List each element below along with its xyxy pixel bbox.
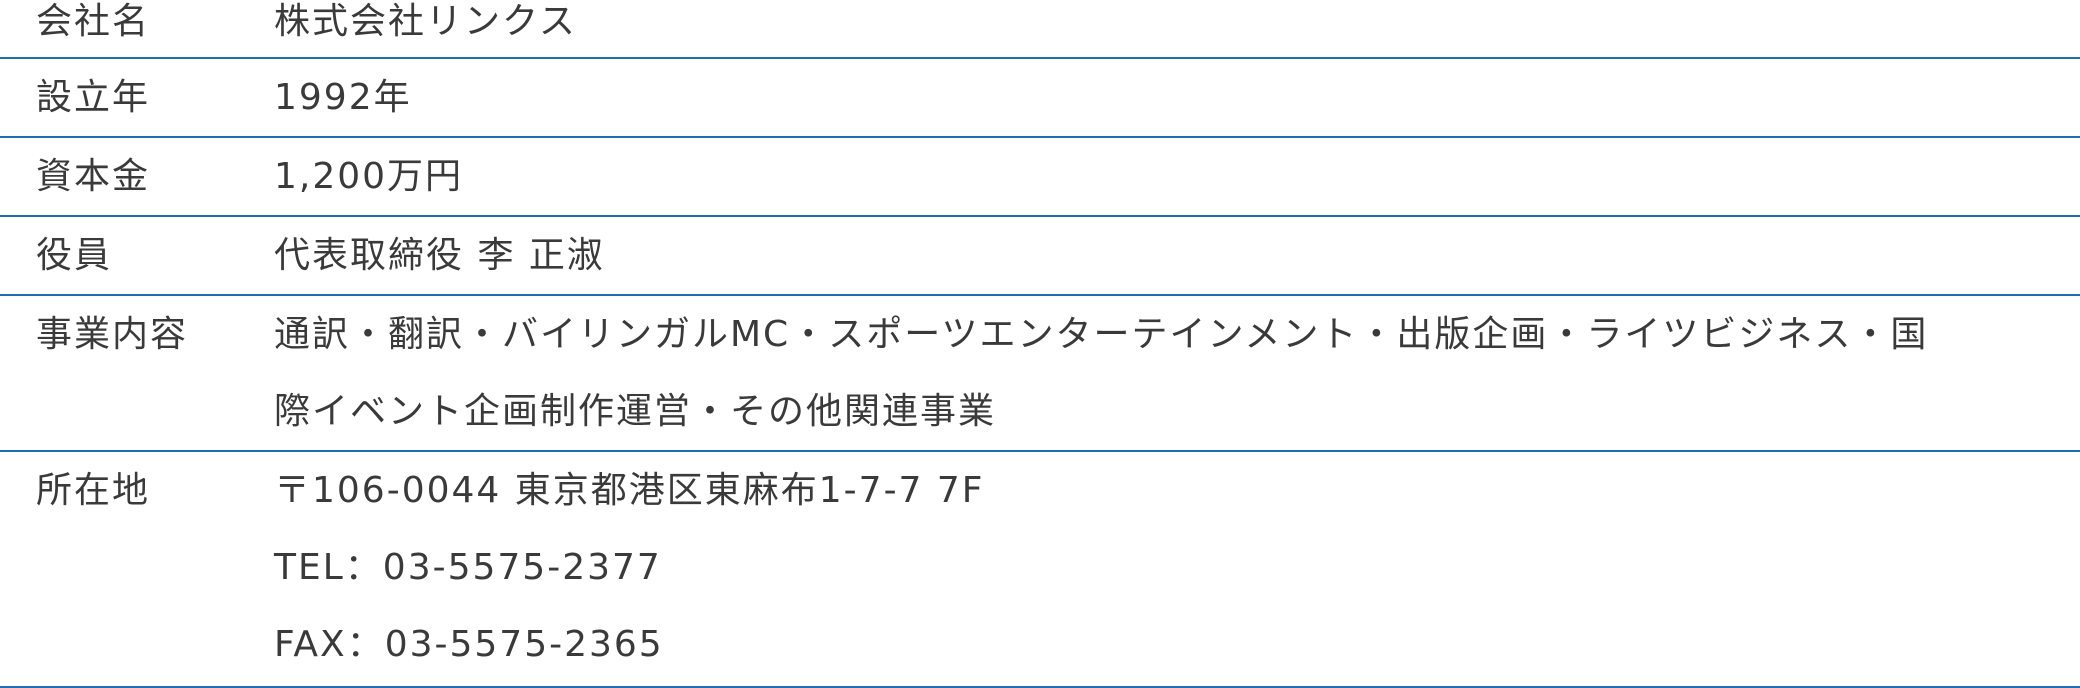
row-company-name: 会社名 株式会社リンクス [0,0,2080,58]
row-label: 事業内容 [36,314,189,355]
officers-value: 代表取締役 李 正淑 [274,235,605,276]
business-value-line-1: 通訳・翻訳・バイリンガルMC・スポーツエンターテインメント・出版企画・ライツビジ… [274,314,1929,355]
capital-value: 1,200万円 [274,156,464,197]
row-label: 設立年 [36,77,151,118]
row-value: 1992年 [274,58,2080,137]
row-founded: 設立年 1992年 [0,58,2080,137]
address-value: 〒106-0044 東京都港区東麻布1-7-7 7F [274,470,985,511]
row-label: 資本金 [36,156,151,197]
company-name-value: 株式会社リンクス [274,1,577,42]
row-label: 所在地 [36,470,151,511]
row-value: 株式会社リンクス [274,0,2080,58]
row-capital: 資本金 1,200万円 [0,137,2080,216]
row-officers: 役員 代表取締役 李 正淑 [0,216,2080,295]
row-value: 代表取締役 李 正淑 [274,216,2080,295]
row-business: 事業内容 通訳・翻訳・バイリンガルMC・スポーツエンターテインメント・出版企画・… [0,295,2080,451]
row-label: 役員 [36,235,113,276]
tel-value: TEL：03-5575-2377 [274,547,662,588]
fax-value: FAX：03-5575-2365 [274,624,664,665]
founded-value: 1992年 [274,77,412,118]
business-value-line-2: 際イベント企画制作運営・その他関連事業 [274,391,997,432]
row-label: 会社名 [36,1,151,42]
row-value: 〒106-0044 東京都港区東麻布1-7-7 7F TEL：03-5575-2… [274,451,2080,687]
row-value: 1,200万円 [274,137,2080,216]
row-value: 通訳・翻訳・バイリンガルMC・スポーツエンターテインメント・出版企画・ライツビジ… [274,295,2080,451]
row-address: 所在地 〒106-0044 東京都港区東麻布1-7-7 7F TEL：03-55… [0,451,2080,687]
